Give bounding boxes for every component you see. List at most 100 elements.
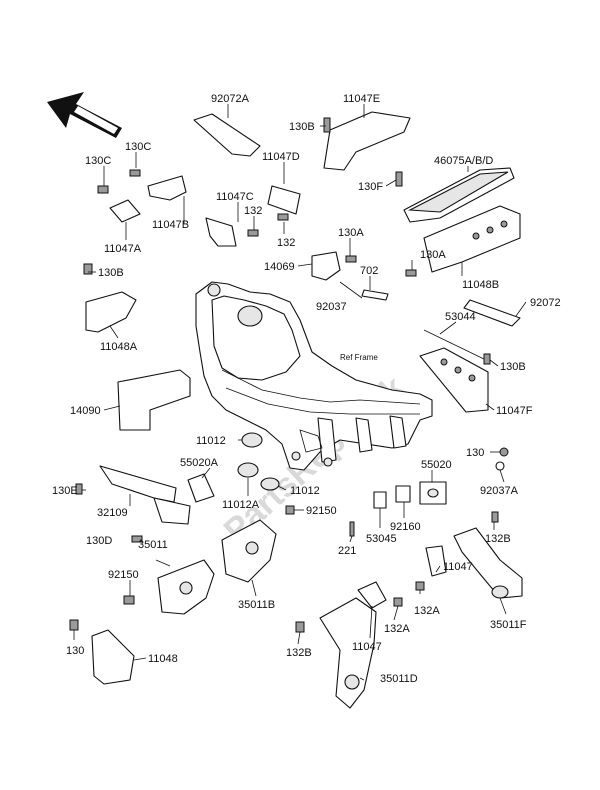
bracket-55020a <box>187 473 215 503</box>
label-130e: 130E <box>52 485 78 497</box>
label-35011b: 35011B <box>238 599 275 611</box>
label-92037a: 92037A <box>480 485 519 497</box>
bolt-130c-b <box>129 169 141 177</box>
label-130a-b: 130A <box>420 249 446 261</box>
label-130b-left: 130B <box>98 267 124 279</box>
label-221: 221 <box>338 545 356 557</box>
label-55020: 55020 <box>421 459 452 471</box>
bracket-11048 <box>91 629 135 685</box>
label-35011: 35011 <box>138 539 168 551</box>
bolt-130b-left <box>83 263 93 275</box>
label-11047a: 11047A <box>104 243 142 255</box>
main-frame: Ref Frame <box>195 281 433 471</box>
screw-221 <box>349 521 355 537</box>
label-702: 702 <box>360 265 378 277</box>
grommet-11012-a <box>241 432 263 448</box>
label-132-a: 132 <box>244 205 262 217</box>
label-46075: 46075A/B/D <box>434 155 493 167</box>
bolt-130f <box>395 171 403 187</box>
strap-92072 <box>463 299 521 327</box>
bracket-11048b <box>423 205 521 273</box>
label-92150-b: 92150 <box>108 569 139 581</box>
label-132a-right: 132A <box>414 605 440 617</box>
label-130c-a: 130C <box>85 155 111 167</box>
label-132a-mid: 132A <box>384 623 410 635</box>
damper-92160 <box>395 485 411 503</box>
bolt-130e <box>75 483 83 495</box>
bolt-132b-right <box>491 511 499 523</box>
label-132b-mid: 132B <box>286 647 312 659</box>
label-132-b: 132 <box>277 237 295 249</box>
bracket-11047b <box>147 175 187 201</box>
bracket-32109 <box>99 465 177 503</box>
label-130f: 130F <box>358 181 383 193</box>
label-11048a: 11048A <box>100 341 138 353</box>
leader-lines <box>73 104 527 681</box>
bolt-130a-b <box>405 269 417 277</box>
bracket-11048a <box>85 291 137 333</box>
label-92072a: 92072A <box>211 93 250 105</box>
label-92150-a: 92150 <box>306 505 337 517</box>
bolt-132a-right <box>415 581 425 591</box>
bolt-130-left <box>69 619 79 631</box>
bolt-132a-mid <box>393 597 403 607</box>
label-130d: 130D <box>86 535 112 547</box>
label-130a-a: 130A <box>338 227 364 239</box>
clip-53045 <box>373 491 387 509</box>
label-53044: 53044 <box>445 311 476 323</box>
grommet-11012a <box>237 462 259 478</box>
label-11047d: 11047D <box>262 151 300 163</box>
label-11047c: 11047C <box>216 191 254 203</box>
step-holder-35011f <box>453 527 523 599</box>
label-53045: 53045 <box>366 533 397 545</box>
label-130b-right: 130B <box>500 361 526 373</box>
bolt-132b-mid <box>295 621 305 633</box>
label-11012-a: 11012 <box>196 435 226 447</box>
bolt-130b-top <box>323 117 331 133</box>
bolt-130b-right <box>483 353 491 365</box>
bolt-130-right <box>495 447 509 471</box>
bracket-11047e <box>323 111 411 171</box>
frame-label: Ref Frame <box>340 353 378 362</box>
label-130b-top: 130B <box>289 121 315 133</box>
bolt-130a-a <box>345 255 357 263</box>
label-130-right: 130 <box>466 447 484 459</box>
label-92037: 92037 <box>316 301 347 313</box>
label-11048: 11048 <box>148 653 178 665</box>
label-130c-b: 130C <box>125 141 151 153</box>
bolt-132-b <box>277 213 289 221</box>
strap-92072a <box>193 113 261 157</box>
label-35011d: 35011D <box>380 673 418 685</box>
bracket-11047d <box>267 185 301 215</box>
label-11047-right: 11047 <box>443 561 473 573</box>
bolt-92150-a <box>285 505 295 515</box>
pin-702 <box>361 289 389 301</box>
label-35011f: 35011F <box>490 619 527 631</box>
label-32109: 32109 <box>97 507 128 519</box>
bracket-11047c <box>205 217 237 247</box>
bolt-130d <box>131 535 143 543</box>
front-arrow-icon <box>47 92 122 138</box>
label-11047-mid: 11047 <box>352 641 382 653</box>
label-130-left: 130 <box>66 645 84 657</box>
label-132b-right: 132B <box>485 533 511 545</box>
label-11012-b: 11012 <box>290 485 320 497</box>
step-holder-35011d <box>319 597 377 709</box>
bolt-132-a <box>247 229 259 237</box>
bolt-92150-b <box>123 595 135 605</box>
label-11012a: 11012A <box>222 499 260 511</box>
grommet-11012-b <box>260 477 280 491</box>
part-labels: 92072A 11047E 130B 130C 130C 11047D 4607… <box>52 93 561 685</box>
rod-53044 <box>423 329 487 361</box>
label-11047e: 11047E <box>343 93 380 105</box>
label-92160: 92160 <box>390 521 421 533</box>
bracket-11047-right <box>425 545 447 577</box>
label-14090: 14090 <box>70 405 101 417</box>
bracket-11047f <box>419 347 489 413</box>
label-92072: 92072 <box>530 297 561 309</box>
label-11047b: 11047B <box>152 219 189 231</box>
label-11047f: 11047F <box>496 405 533 417</box>
bracket-11047-mid <box>357 581 387 609</box>
bracket-11047a <box>109 199 141 223</box>
